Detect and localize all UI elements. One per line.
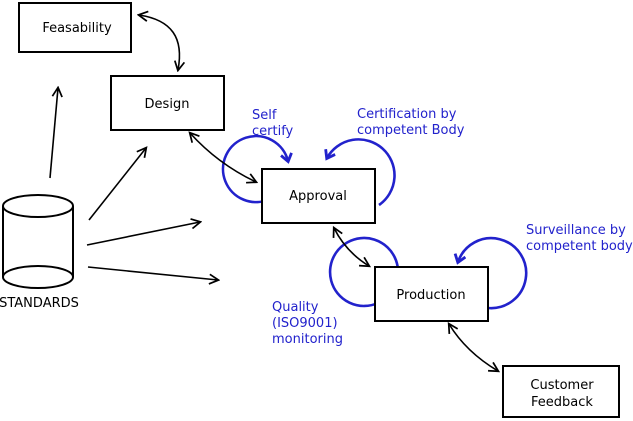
standards-label: STANDARDS — [0, 296, 79, 311]
quality-label-line3: monitoring — [272, 332, 343, 347]
certification-label-line2: competent Body — [357, 123, 465, 138]
customer-feedback-node — [502, 365, 620, 418]
connectors — [49, 15, 498, 371]
surveillance-loop — [458, 236, 528, 310]
design-approval-connector — [190, 133, 256, 182]
nodes — [2, 2, 620, 418]
surveillance-label-line1: Surveillance by — [526, 223, 626, 238]
annotation-labels: Self certify Certification by competent … — [252, 107, 633, 347]
node-labels: Feasability Design Approval Production C… — [0, 21, 594, 410]
surveillance-label-line2: competent body — [526, 239, 633, 254]
self-certify-label-line2: certify — [252, 124, 294, 139]
design-node — [110, 75, 225, 131]
design-label: Design — [145, 97, 190, 112]
feasability-label: Feasability — [42, 21, 112, 36]
customer-feedback-label-line1: Customer — [530, 378, 594, 393]
standards-cylinder — [2, 194, 75, 289]
approval-production-connector — [334, 228, 369, 266]
production-feedback-connector — [449, 324, 498, 371]
feasability-node — [18, 2, 132, 53]
standards-to-production-arrow — [87, 266, 218, 280]
feasability-design-connector — [139, 15, 179, 70]
production-node — [374, 266, 489, 322]
self-certify-label-line1: Self — [252, 108, 277, 123]
production-label: Production — [396, 288, 465, 303]
quality-label-line2: (ISO9001) — [272, 316, 338, 331]
quality-label-line1: Quality — [272, 300, 319, 315]
certification-label-line1: Certification by — [357, 107, 457, 122]
approval-label: Approval — [289, 189, 347, 204]
standards-to-feasability-arrow — [49, 88, 58, 179]
certification-loop — [327, 138, 396, 207]
customer-feedback-label-line2: Feedback — [531, 395, 593, 410]
standards-to-design-arrow — [88, 148, 146, 221]
standards-to-approval-arrow — [86, 222, 200, 246]
approval-node — [261, 168, 376, 224]
